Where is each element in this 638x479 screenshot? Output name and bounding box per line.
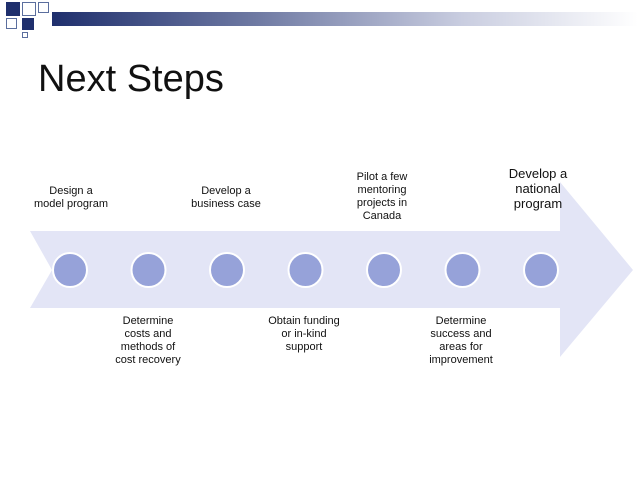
- title-gradient-bar: [52, 12, 638, 26]
- decor-square-1: [6, 2, 20, 16]
- milestone-dot-4: [287, 252, 324, 288]
- decor-square-4: [6, 18, 17, 29]
- title-bar-decoration: [0, 0, 638, 40]
- milestone-label-obtain-funding: Obtain funding or in-kind support: [268, 315, 340, 353]
- milestone-dot-6: [444, 252, 481, 288]
- milestone-label-pilot-projects: Pilot a few mentoring projects in Canada: [356, 171, 408, 222]
- milestone-dot-5: [366, 252, 402, 288]
- milestone-dot-2: [130, 252, 167, 288]
- milestone-label-determine-success: Determine success and areas for improvem…: [429, 315, 493, 366]
- timeline-arrow: [30, 182, 633, 357]
- decor-square-3: [38, 2, 49, 13]
- milestone-dot-3: [209, 252, 245, 288]
- decor-square-6: [22, 32, 28, 38]
- decor-square-5: [22, 18, 34, 30]
- milestone-markers: [52, 252, 559, 288]
- milestone-label-design-model-program: Design a model program: [34, 185, 108, 210]
- milestone-label-national-program: Develop a national program: [508, 166, 568, 211]
- milestone-label-determine-costs: Determine costs and methods of cost reco…: [115, 315, 181, 366]
- milestone-dot-1: [52, 252, 88, 288]
- slide-title: Next Steps: [38, 58, 224, 100]
- decor-square-2: [22, 2, 36, 16]
- milestone-label-business-case: Develop a business case: [191, 185, 261, 210]
- milestone-dot-7: [523, 252, 559, 288]
